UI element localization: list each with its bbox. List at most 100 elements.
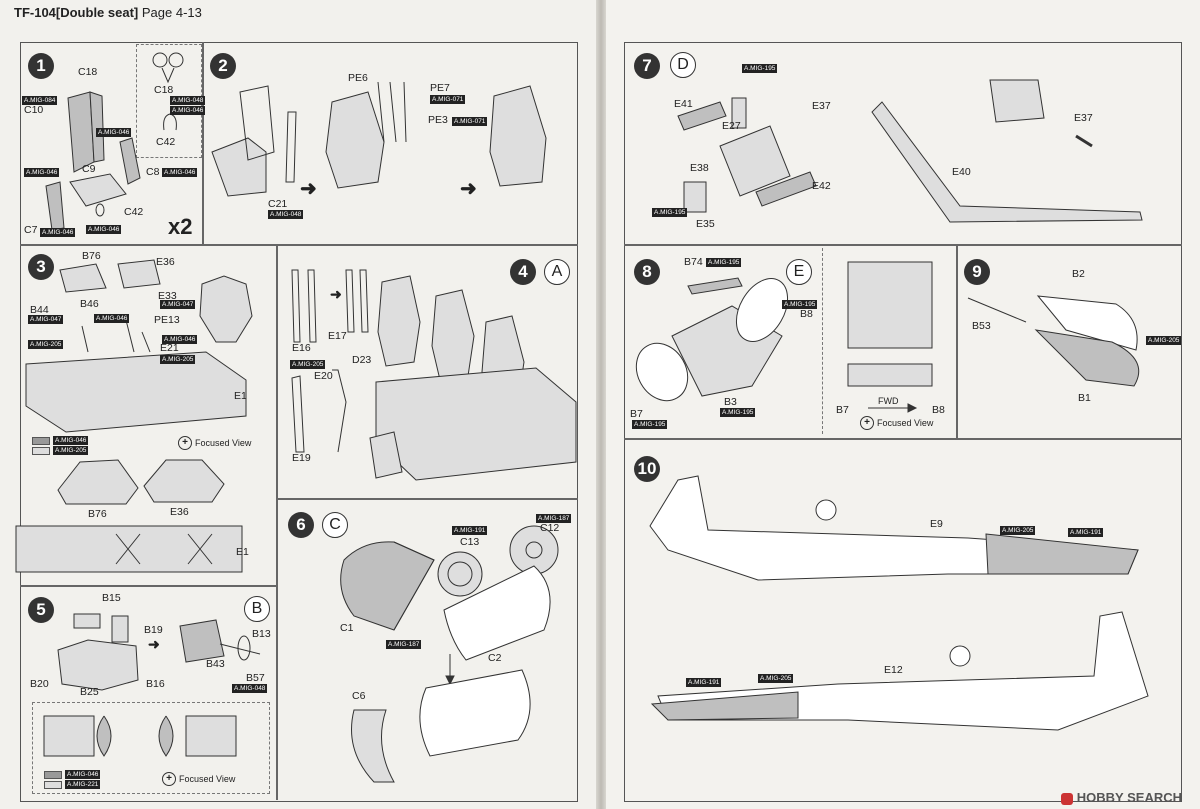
label-e1: E1	[234, 390, 247, 402]
label-b16: B16	[146, 678, 165, 690]
paint-tag: A.MIG-046	[96, 128, 132, 137]
paint-tag: A.MIG-046	[40, 228, 76, 237]
step-10-fuselage-drawing	[649, 475, 1149, 731]
paint-tag: A.MIG-191	[452, 526, 488, 535]
label-c13: C13	[460, 536, 480, 548]
left-frame	[20, 42, 578, 802]
label-c10: C10	[24, 104, 44, 116]
paint-tag: A.MIG-205	[1000, 526, 1036, 535]
paint-tag: A.MIG-046	[94, 314, 130, 323]
divider-h4	[624, 244, 1182, 246]
label-c8: C8	[146, 166, 160, 178]
zoom-plus-icon: +	[178, 436, 192, 450]
label-e20: E20	[314, 370, 333, 382]
paint-tag: A.MIG-195	[652, 208, 688, 217]
zoom-plus-icon: +	[162, 772, 176, 786]
paint-tag: A.MIG-048	[232, 684, 268, 693]
label-e21: E21	[160, 342, 179, 354]
sub-assembly-e: E	[786, 259, 812, 285]
label-c2: C2	[488, 652, 502, 664]
label-pe7: PE7	[430, 82, 450, 94]
label-e36: E36	[156, 256, 175, 268]
sub-assembly-c: C	[322, 512, 348, 538]
zoom-plus-icon: +	[860, 416, 874, 430]
label-b46: B46	[80, 298, 99, 310]
step-5-panel-drawing	[57, 613, 261, 691]
label-c42-main: C42	[124, 206, 144, 218]
label-pe13: PE13	[154, 314, 180, 326]
focused-view-note: +Focused View	[162, 772, 235, 786]
step-7-cockpit-tub-drawing	[677, 79, 1143, 223]
focused-view-note: +Focused View	[178, 436, 251, 450]
paint-tag: A.MIG-187	[386, 640, 422, 649]
label-e36-closeup: E36	[170, 506, 189, 518]
step-8-divider	[822, 248, 823, 434]
label-b1: B1	[1078, 392, 1091, 404]
label-c6: C6	[352, 690, 366, 702]
paint-tag: A.MIG-221	[65, 780, 101, 789]
label-e37: E37	[812, 100, 831, 112]
step-2-seat-drawing	[211, 81, 547, 197]
paint-tag: A.MIG-046	[162, 168, 198, 177]
divider-v1	[202, 42, 204, 244]
label-c7: C7	[24, 224, 38, 236]
label-e1-closeup: E1	[236, 546, 249, 558]
focused-view-note: +Focused View	[860, 416, 933, 430]
paint-tag: A.MIG-205	[53, 446, 89, 455]
label-e33: E33	[158, 290, 177, 302]
next-arrow-icon: ➜	[330, 286, 342, 302]
label-e35: E35	[696, 218, 715, 230]
step-6-exhaust-drawing	[340, 525, 559, 783]
paint-tag: A.MIG-046	[53, 436, 89, 445]
paint-tag: A.MIG-046	[65, 770, 101, 779]
divider-h3	[20, 585, 278, 587]
page-number: Page 4-13	[141, 5, 202, 20]
label-b76-closeup: B76	[88, 508, 107, 520]
paint-tag: A.MIG-195	[706, 258, 742, 267]
paint-tag: A.MIG-047	[28, 315, 64, 324]
label-c1: C1	[340, 622, 354, 634]
paint-tag: A.MIG-084	[22, 96, 58, 105]
label-e42: E42	[812, 180, 831, 192]
label-b7-detail: B7	[836, 404, 849, 416]
step-5-closeup-drawing	[43, 715, 237, 757]
step-4-number: 4	[510, 259, 536, 285]
paint-tag: A.MIG-046	[24, 168, 60, 177]
paint-tag: A.MIG-046	[170, 106, 206, 115]
label-b8: B8	[800, 308, 813, 320]
label-e37-right: E37	[1074, 112, 1093, 124]
next-arrow-icon: ➜	[300, 178, 317, 200]
label-b3: B3	[724, 396, 737, 408]
label-e27: E27	[722, 120, 741, 132]
paint-tag: A.MIG-191	[686, 678, 722, 687]
paint-tag: A.MIG-195	[782, 300, 818, 309]
label-c9: C9	[82, 163, 96, 175]
label-e9: E9	[930, 518, 943, 530]
sub-assembly-d: D	[670, 52, 696, 78]
paint-tag: A.MIG-048	[268, 210, 304, 219]
label-b44: B44	[30, 304, 49, 316]
paint-tag: A.MIG-046	[86, 225, 122, 234]
paint-tag: A.MIG-205	[1146, 336, 1182, 345]
label-b15: B15	[102, 592, 121, 604]
next-arrow-icon: ➜	[460, 178, 477, 200]
step-8-bay-drawing	[635, 261, 933, 413]
divider-h5	[624, 438, 1182, 440]
watermark-logo: HOBBY SEARCH	[1060, 790, 1182, 805]
paint-tag: A.MIG-195	[632, 420, 668, 429]
divider-v2	[276, 244, 278, 498]
sub-assembly-a: A	[544, 259, 570, 285]
label-b8-detail: B8	[932, 404, 945, 416]
model-title: TF-104[Double seat]	[14, 5, 139, 20]
label-c21: C21	[268, 198, 288, 210]
paint-legend: A.MIG-205	[32, 446, 89, 455]
step-5-detail-box	[32, 702, 270, 794]
right-frame	[624, 42, 1182, 802]
paint-tag: A.MIG-205	[160, 355, 196, 364]
label-e40: E40	[952, 166, 971, 178]
step-5-number: 5	[28, 597, 54, 623]
label-b43: B43	[206, 658, 225, 670]
label-b7: B7	[630, 408, 643, 420]
label-b19: B19	[144, 624, 163, 636]
label-b76: B76	[82, 250, 101, 262]
